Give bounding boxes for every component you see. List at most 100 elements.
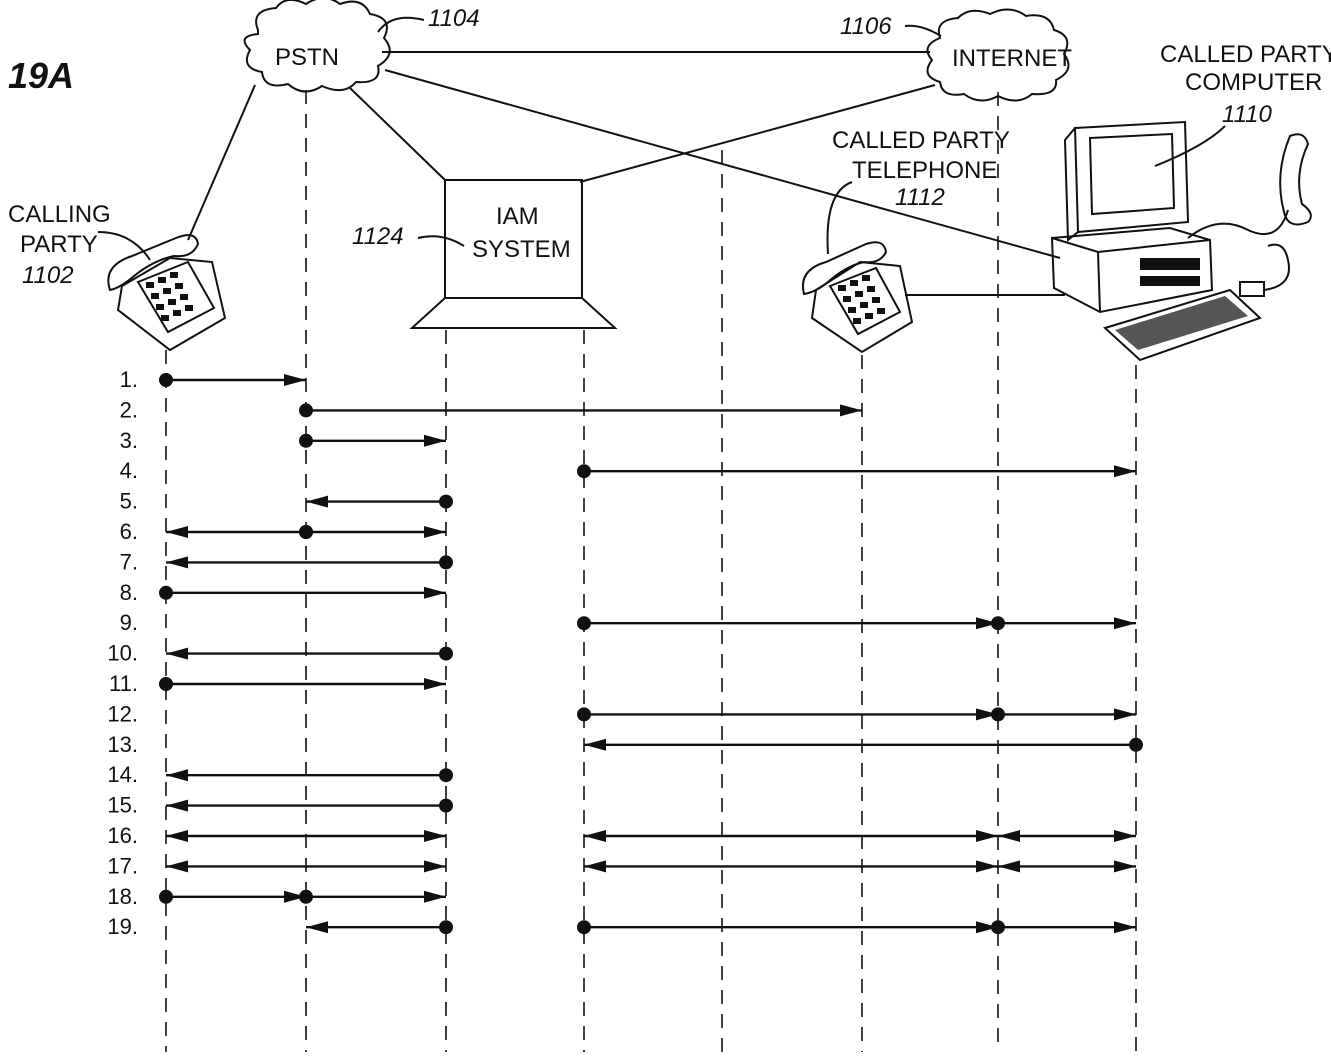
calling-label-1: CALLING <box>8 201 111 228</box>
step-7: 7. <box>120 549 453 574</box>
step-label: 16. <box>107 823 138 848</box>
step-label: 17. <box>107 853 138 878</box>
message-origin-dot <box>299 403 313 418</box>
called-comp-ref: 1110 <box>1222 101 1272 128</box>
telephone-icon <box>107 234 227 352</box>
arrow-head <box>976 921 998 934</box>
computer-icon <box>1050 120 1312 362</box>
arrow-head <box>166 526 188 538</box>
arrow-head <box>1114 860 1136 873</box>
pstn-label: PSTN <box>275 44 339 71</box>
called-computer: CALLED PARTY COMPUTER 1110 <box>1050 41 1331 362</box>
called-comp-ref-leader <box>1154 125 1226 167</box>
message-origin-dot <box>577 920 591 935</box>
figure-title: 19A <box>8 55 74 96</box>
step-8: 8. <box>120 580 446 605</box>
internet-ref-leader <box>904 24 942 37</box>
arrow-head <box>424 860 446 873</box>
iam-ref: 1124 <box>352 223 404 250</box>
internet-label: INTERNET <box>952 45 1072 72</box>
called-comp-label-2: COMPUTER <box>1185 69 1322 96</box>
message-origin-dot <box>299 525 313 539</box>
message-origin-dot <box>577 616 591 631</box>
arrow-head <box>166 830 188 842</box>
iam-system: IAM SYSTEM 1124 <box>352 179 618 329</box>
step-17: 17. <box>107 853 1136 878</box>
step-3: 3. <box>120 428 446 453</box>
arrow-head <box>584 860 606 873</box>
arrow-head <box>424 526 446 538</box>
message-origin-dot <box>991 920 1005 935</box>
called-telephone: CALLED PARTY TELEPHONE 1112 <box>802 127 1010 354</box>
step-label: 6. <box>120 519 138 544</box>
arrow-head <box>166 860 188 873</box>
arrow-head <box>424 890 446 903</box>
link-pstn-calling-party <box>187 84 256 241</box>
message-origin-dot <box>577 464 591 479</box>
internet-cloud: INTERNET 1106 <box>840 8 1072 102</box>
arrow-head <box>998 830 1020 842</box>
step-1: 1. <box>120 367 306 392</box>
step-label: 12. <box>107 701 138 726</box>
step-15: 15. <box>107 793 453 818</box>
calling-ref: 1102 <box>22 262 74 289</box>
pstn-ref: 1104 <box>428 5 480 32</box>
step-label: 2. <box>120 397 138 422</box>
step-label: 14. <box>107 762 138 787</box>
lifelines <box>165 90 1137 1052</box>
step-label: 7. <box>120 549 138 574</box>
arrow-head <box>166 769 188 782</box>
step-label: 5. <box>120 489 138 514</box>
arrow-head <box>166 647 188 660</box>
called-tel-ref: 1112 <box>895 184 945 211</box>
arrow-head <box>424 830 446 842</box>
message-origin-dot <box>439 768 453 783</box>
arrow-head <box>1114 617 1136 630</box>
step-4: 4. <box>120 458 1136 483</box>
arrow-head <box>424 434 446 447</box>
arrow-head <box>306 495 328 508</box>
message-origin-dot <box>159 889 173 904</box>
message-origin-dot <box>439 920 453 935</box>
network-links <box>187 51 1065 296</box>
arrow-head <box>976 617 998 630</box>
link-pstn-iam <box>349 87 446 181</box>
step-16: 16. <box>107 823 1136 848</box>
link-internet-iam <box>579 84 936 183</box>
internet-ref: 1106 <box>840 13 892 40</box>
step-6: 6. <box>120 519 446 544</box>
step-label: 15. <box>107 793 138 818</box>
iam-ref-leader <box>417 235 465 247</box>
step-label: 13. <box>107 732 138 757</box>
arrow-head <box>1114 465 1136 478</box>
step-9: 9. <box>120 610 1136 635</box>
arrow-head <box>976 708 998 721</box>
step-5: 5. <box>120 489 453 514</box>
message-origin-dot <box>991 616 1005 631</box>
called-comp-label-1: CALLED PARTY <box>1160 41 1331 68</box>
message-origin-dot <box>439 646 453 661</box>
internet-cloud-shape <box>926 8 1070 102</box>
step-12: 12. <box>107 701 1136 726</box>
arrow-head <box>284 374 306 386</box>
step-18: 18. <box>107 884 446 909</box>
pstn-cloud-shape <box>243 0 391 93</box>
arrow-head <box>584 830 606 842</box>
message-origin-dot <box>1129 737 1143 752</box>
step-label: 4. <box>120 458 138 483</box>
arrow-head <box>1114 708 1136 721</box>
message-origin-dot <box>299 433 313 448</box>
arrow-head <box>584 738 606 751</box>
pstn-cloud: PSTN 1104 <box>243 0 480 93</box>
arrow-head <box>998 860 1020 873</box>
message-origin-dot <box>159 373 173 387</box>
step-11: 11. <box>109 671 446 696</box>
step-label: 9. <box>120 610 138 635</box>
arrow-head <box>284 890 306 903</box>
message-origin-dot <box>299 889 313 904</box>
step-10: 10. <box>107 641 453 666</box>
arrow-head <box>166 556 188 569</box>
iam-label-1: IAM <box>496 203 539 230</box>
step-label: 10. <box>107 641 138 666</box>
